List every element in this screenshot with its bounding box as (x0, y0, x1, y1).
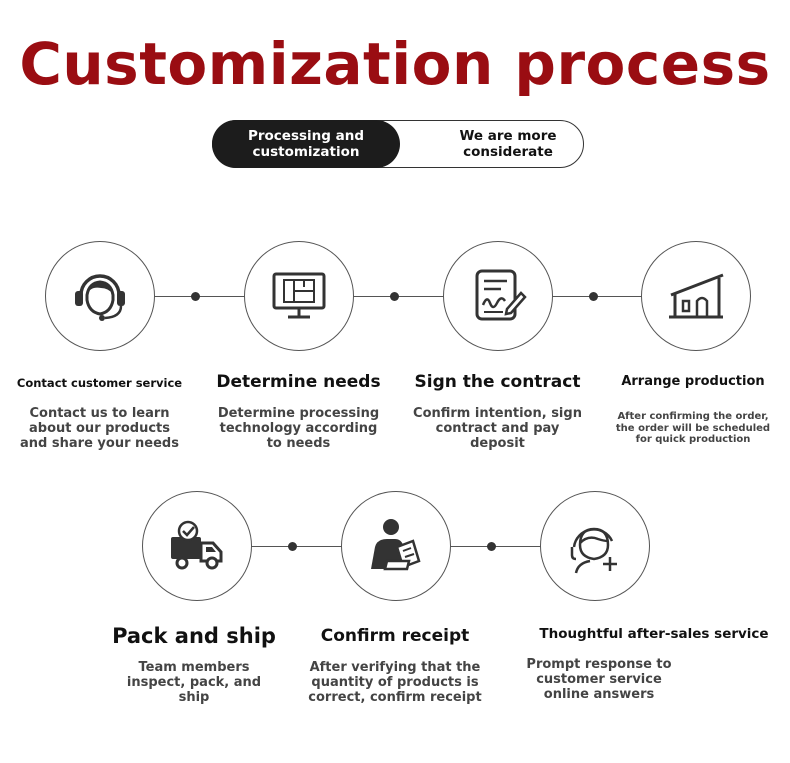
tab-considerate[interactable]: We are more considerate (459, 128, 557, 160)
contract-signature-icon (475, 269, 527, 321)
step-4-circle (641, 241, 751, 351)
step-1-desc: Contact us to learn about our products a… (20, 406, 179, 451)
step-7-desc: Prompt response to customer service onli… (526, 657, 672, 702)
connector-line (251, 546, 343, 547)
connector-dot (390, 292, 399, 301)
step-4-title: Arrange production (621, 374, 765, 389)
step-6-desc: After verifying that the quantity of pro… (308, 660, 482, 705)
connector-line (154, 296, 246, 297)
step-3-circle (443, 241, 553, 351)
step-5-desc: Team members inspect, pack, and ship (126, 660, 262, 705)
connector-dot (589, 292, 598, 301)
tab-processing[interactable]: Processing and customization (212, 120, 400, 168)
step-5-title: Pack and ship (112, 624, 276, 648)
monitor-floorplan-icon (272, 272, 326, 319)
connector-dot (288, 542, 297, 551)
page-title: Customization process (19, 30, 771, 98)
step-3-title: Sign the contract (414, 372, 581, 392)
step-6-circle (341, 491, 451, 601)
connector-dot (487, 542, 496, 551)
step-1-circle (45, 241, 155, 351)
step-2-title: Determine needs (216, 372, 381, 392)
step-7-title: Thoughtful after-sales service (539, 626, 769, 642)
step-2-desc: Determine processing technology accordin… (217, 406, 380, 451)
step-7-circle (540, 491, 650, 601)
delivery-truck-icon (171, 520, 223, 570)
step-6-title: Confirm receipt (320, 626, 470, 646)
step-2-circle (244, 241, 354, 351)
headset-agent-icon (75, 274, 125, 321)
factory-icon (669, 273, 724, 319)
step-5-circle (142, 491, 252, 601)
support-agent-plus-icon (570, 527, 617, 574)
connector-dot (191, 292, 200, 301)
person-clipboard-icon (371, 519, 421, 571)
tab-switch: Processing and customization We are more… (212, 120, 584, 168)
step-4-desc: After confirming the order, the order wi… (615, 411, 771, 445)
step-3-desc: Confirm intention, sign contract and pay… (413, 406, 582, 451)
step-1-title: Contact customer service (16, 376, 183, 390)
